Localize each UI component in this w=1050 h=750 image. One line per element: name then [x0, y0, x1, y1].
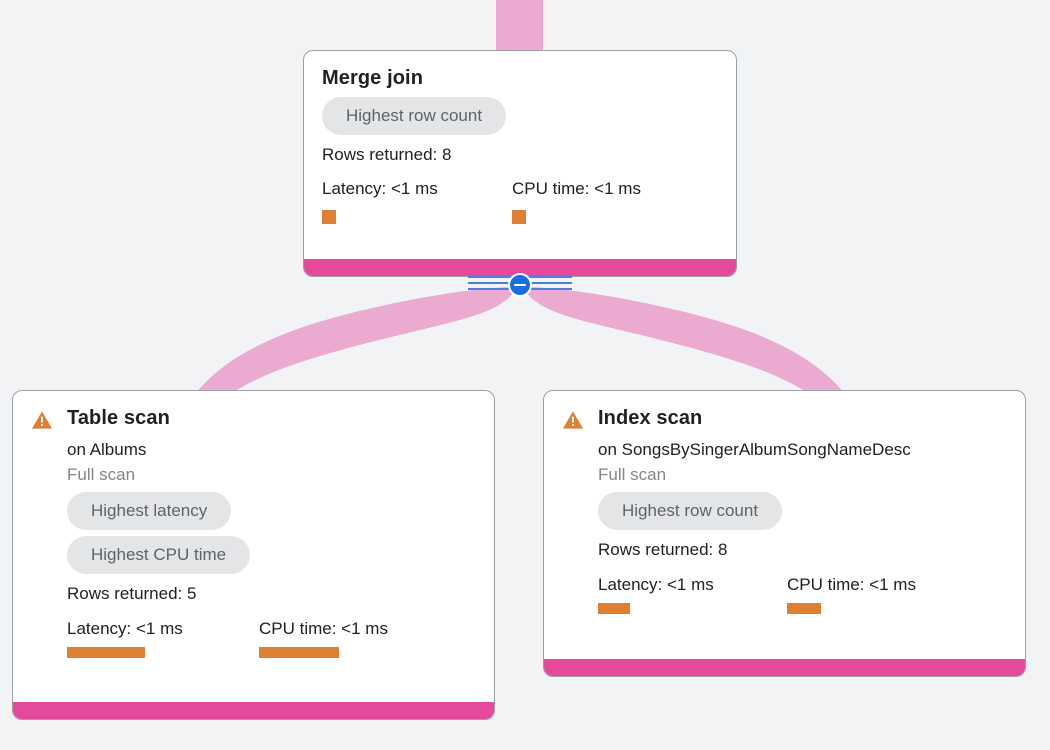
node-scan-type: Full scan: [67, 465, 136, 484]
metric-latency-label: Latency: <1 ms: [67, 619, 183, 638]
chip-highest-row-count: Highest row count: [322, 97, 507, 135]
card-footer-bar: [304, 259, 736, 276]
metric-cpu-time-bar: [512, 210, 526, 224]
node-subtitle: on Albums: [67, 440, 147, 459]
metric-latency: Latency: <1 ms: [322, 179, 512, 224]
card-footer-bar: [544, 659, 1025, 676]
card-body: Table scan on Albums Full scan Highest l…: [13, 391, 494, 702]
node-title: Merge join: [322, 67, 424, 89]
card-header: Merge join: [322, 65, 718, 91]
header-texts: Merge join: [322, 65, 718, 91]
metric-cpu-time-label: CPU time: <1 ms: [787, 575, 916, 594]
minus-icon[interactable]: [508, 273, 532, 297]
chip-highest-row-count: Highest row count: [598, 492, 783, 530]
metric-cpu-time-label: CPU time: <1 ms: [259, 619, 388, 638]
metric-latency-bar: [67, 647, 145, 658]
metric-cpu-time: CPU time: <1 ms: [259, 619, 388, 658]
metric-row: Latency: <1 ms CPU time: <1 ms: [598, 575, 1007, 614]
edge-merge-join-to-index-scan: [523, 287, 844, 393]
metric-latency-label: Latency: <1 ms: [598, 575, 714, 594]
rows-returned-label: Rows returned: 8: [598, 540, 728, 559]
card-header: Table scan on Albums Full scan Highest l…: [31, 405, 476, 658]
warning-triangle-icon: [562, 411, 584, 429]
node-title: Table scan: [67, 407, 170, 429]
metric-cpu-time-bar: [259, 647, 339, 658]
card-footer-bar: [13, 702, 494, 719]
metric-latency-bar: [322, 210, 336, 224]
metric-latency-bar: [598, 603, 630, 614]
chip-list: Highest row count: [322, 97, 718, 141]
node-card-index-scan[interactable]: Index scan on SongsBySingerAlbumSongName…: [543, 390, 1026, 677]
node-subtitle: on SongsBySingerAlbumSongNameDesc: [598, 440, 911, 459]
chip-list: Highest row count: [598, 492, 1007, 536]
metric-cpu-time-bar: [787, 603, 821, 614]
metric-cpu-time: CPU time: <1 ms: [787, 575, 916, 614]
metric-latency-label: Latency: <1 ms: [322, 179, 438, 198]
edge-merge-join-to-parent: [496, 0, 543, 52]
node-scan-type: Full scan: [598, 465, 667, 484]
card-body: Merge join Highest row count Rows return…: [304, 51, 736, 259]
node-title: Index scan: [598, 407, 703, 429]
node-card-table-scan[interactable]: Table scan on Albums Full scan Highest l…: [12, 390, 495, 720]
chip-highest-cpu-time: Highest CPU time: [67, 536, 251, 574]
metric-cpu-time: CPU time: <1 ms: [512, 179, 641, 224]
header-texts: Index scan on SongsBySingerAlbumSongName…: [598, 405, 1007, 614]
metric-latency: Latency: <1 ms: [67, 619, 259, 658]
card-body: Index scan on SongsBySingerAlbumSongName…: [544, 391, 1025, 659]
card-header: Index scan on SongsBySingerAlbumSongName…: [562, 405, 1007, 614]
collapse-toggle[interactable]: [468, 271, 572, 297]
rows-returned-label: Rows returned: 8: [322, 145, 452, 164]
node-card-merge-join[interactable]: Merge join Highest row count Rows return…: [303, 50, 737, 277]
chip-highest-latency: Highest latency: [67, 492, 232, 530]
metric-row: Latency: <1 ms CPU time: <1 ms: [322, 179, 718, 224]
edge-merge-join-to-table-scan: [196, 287, 517, 393]
rows-returned-label: Rows returned: 5: [67, 584, 197, 603]
minus-glyph: [514, 284, 526, 286]
metric-cpu-time-label: CPU time: <1 ms: [512, 179, 641, 198]
chip-list: Highest latency Highest CPU time: [67, 492, 476, 580]
metric-row: Latency: <1 ms CPU time: <1 ms: [67, 619, 476, 658]
header-texts: Table scan on Albums Full scan Highest l…: [67, 405, 476, 658]
metric-latency: Latency: <1 ms: [598, 575, 787, 614]
warning-triangle-icon: [31, 411, 53, 429]
